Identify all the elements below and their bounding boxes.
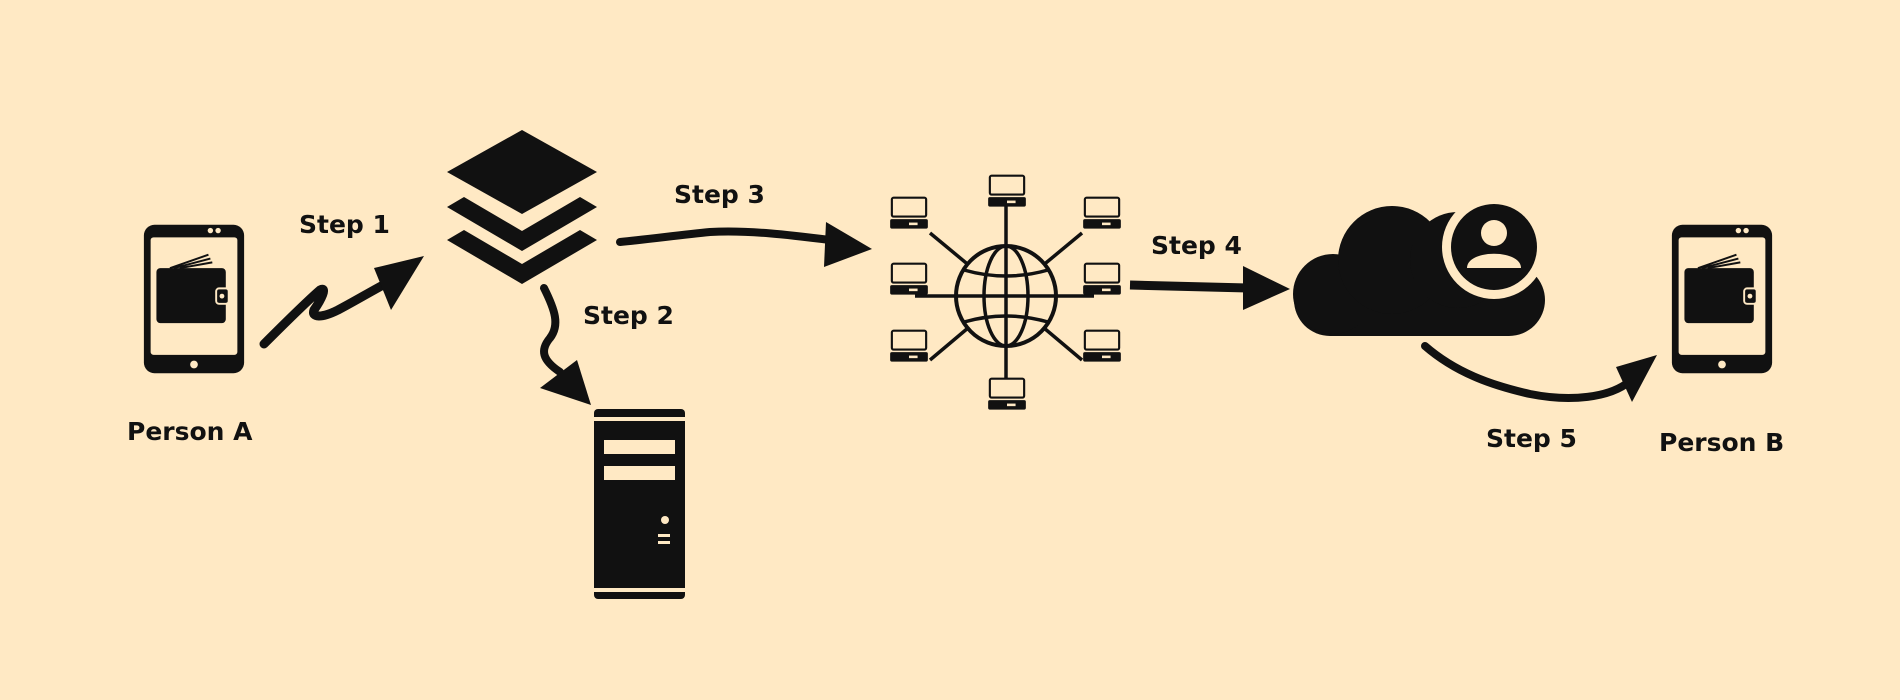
- person-a-label: Person A: [127, 417, 253, 446]
- sender-tablet-icon: [142, 223, 246, 375]
- step2-label: Step 2: [583, 301, 674, 330]
- step1-arrow: [259, 256, 424, 349]
- server-tower-icon: [594, 409, 685, 599]
- step2-arrow: [540, 284, 591, 405]
- layers-icon: [447, 130, 597, 284]
- step3-label: Step 3: [674, 180, 765, 209]
- receiver-tablet-icon: [1670, 223, 1774, 375]
- step4-label: Step 4: [1151, 231, 1242, 260]
- step1-label: Step 1: [299, 210, 390, 239]
- step5-label: Step 5: [1486, 424, 1577, 453]
- step5-arrow: [1421, 342, 1657, 402]
- step4-arrow: [1129, 266, 1290, 310]
- person-b-label: Person B: [1659, 428, 1785, 457]
- cloud-user-icon: [1293, 195, 1546, 336]
- step3-arrow: [616, 222, 872, 267]
- global-network-icon: [890, 174, 1121, 411]
